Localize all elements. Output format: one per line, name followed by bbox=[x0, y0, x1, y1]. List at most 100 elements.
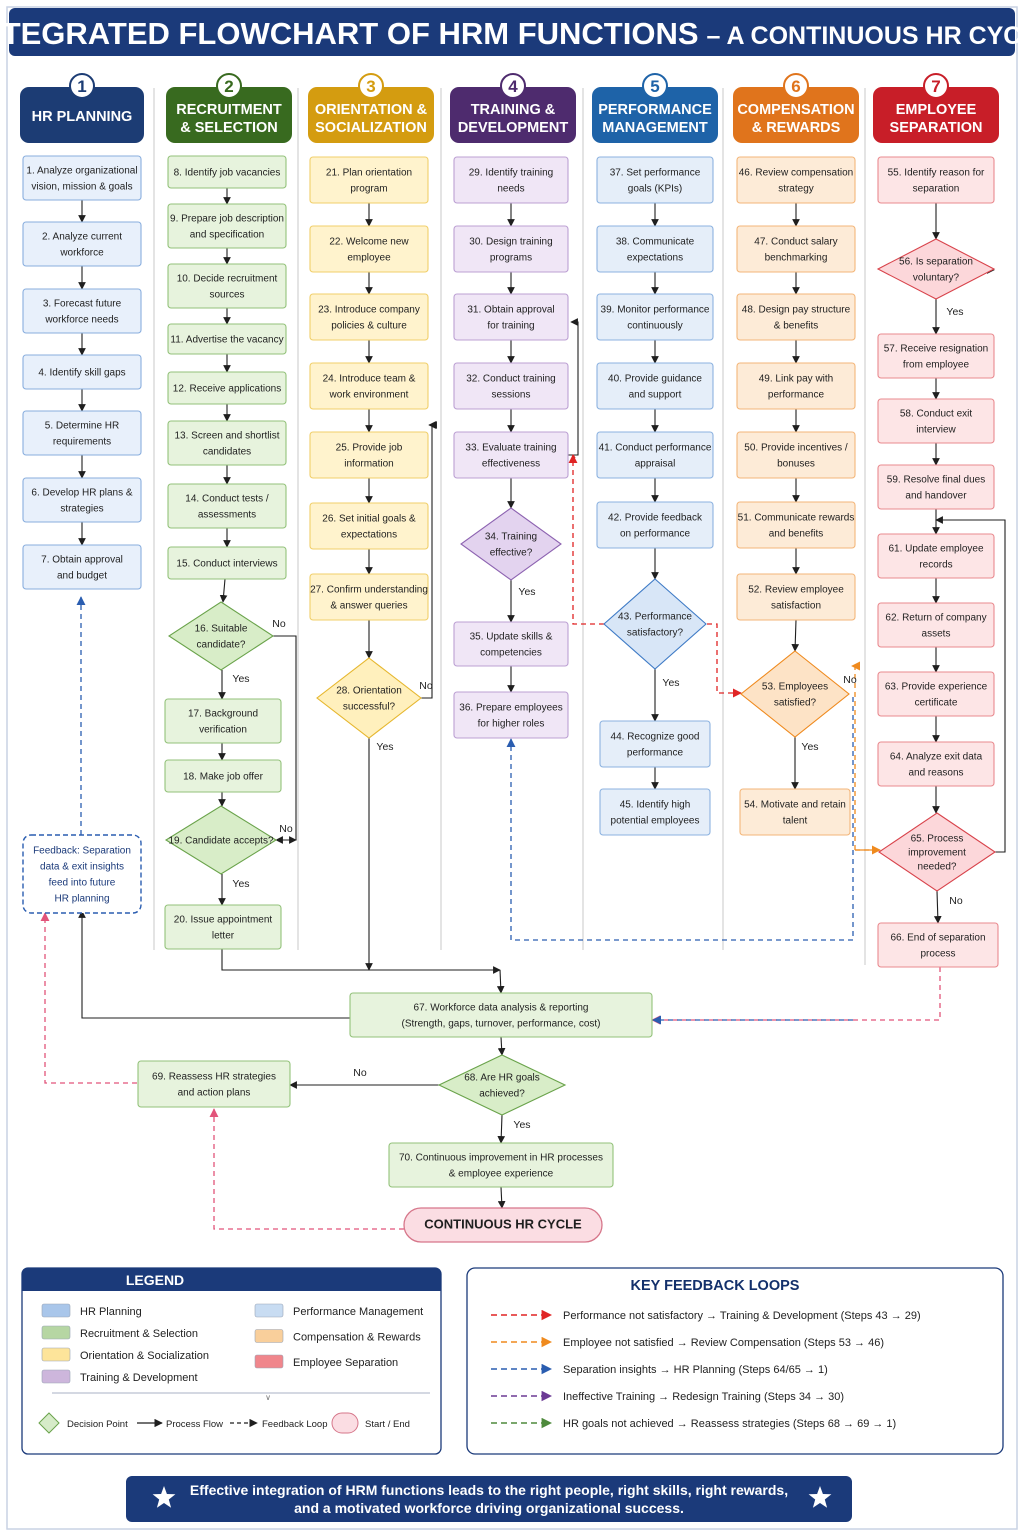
step-text: 2. Analyze current bbox=[42, 232, 122, 243]
step-text: program bbox=[350, 184, 387, 195]
legend-label: Employee Separation bbox=[293, 1357, 398, 1369]
step-24: 24. Introduce team & work environment bbox=[309, 362, 429, 410]
step-66: 66. End of separation process bbox=[877, 922, 999, 968]
column-title: DEVELOPMENT bbox=[458, 120, 569, 136]
step-text: needed? bbox=[918, 862, 957, 873]
step-text: process bbox=[920, 949, 955, 960]
key-loop-item: Performance not satisfactory → Training … bbox=[491, 1309, 921, 1322]
step-text: achieved? bbox=[479, 1089, 525, 1100]
step-text: 1. Analyze organizational bbox=[26, 166, 137, 177]
step-text: workforce needs bbox=[44, 315, 118, 326]
feedback-connector bbox=[209, 1108, 404, 1230]
column-header-1: 1HR PLANNING bbox=[20, 73, 144, 143]
step-text: 42. Provide feedback bbox=[608, 513, 703, 524]
column-number-badge bbox=[642, 73, 668, 99]
flow-label-yes: Yes bbox=[518, 586, 535, 598]
step-text: 9. Prepare job description bbox=[170, 214, 284, 225]
legend-swatch bbox=[41, 1347, 71, 1362]
column-title: SOCIALIZATION bbox=[315, 120, 427, 136]
step-text: satisfactory? bbox=[627, 628, 684, 639]
feedback-connector bbox=[568, 454, 604, 625]
continuous-hr-cycle-terminal: CONTINUOUS HR CYCLE bbox=[403, 1207, 603, 1243]
step-text: 32. Conduct training bbox=[466, 374, 556, 385]
step-text: expectations bbox=[341, 530, 397, 541]
step-text: 51. Communicate rewards bbox=[738, 513, 855, 524]
flow-label-yes: Yes bbox=[946, 306, 963, 318]
loop-text: Separation insights → HR Planning (Steps… bbox=[563, 1364, 828, 1376]
legend-swatch bbox=[254, 1354, 284, 1369]
column-number: 3 bbox=[366, 77, 375, 96]
step-text: satisfied? bbox=[774, 698, 817, 709]
flow-connector bbox=[791, 619, 800, 652]
step-text: and action plans bbox=[178, 1088, 251, 1099]
feedback-connector bbox=[851, 661, 861, 850]
step-1: 1. Analyze organizational vision, mission… bbox=[22, 155, 142, 201]
step-text: 53. Employees bbox=[762, 682, 828, 693]
key-loop-items: Performance not satisfactory → Training … bbox=[491, 1309, 921, 1430]
loop-text: HR goals not achieved → Reassess strateg… bbox=[563, 1418, 896, 1430]
step-text: 59. Resolve final dues bbox=[887, 475, 985, 486]
step-text: 54. Motivate and retain bbox=[744, 800, 846, 811]
step-text: 39. Monitor performance bbox=[601, 305, 710, 316]
step-12: 12. Receive applications bbox=[167, 371, 287, 405]
step-35: 35. Update skills &competencies bbox=[453, 621, 569, 667]
flow-label-yes: Yes bbox=[232, 878, 249, 890]
step-text: continuously bbox=[627, 321, 683, 332]
step-text: 24. Introduce team & bbox=[323, 374, 416, 385]
step-text: potential employees bbox=[611, 816, 700, 827]
step-45: 45. Identify high potential employees bbox=[599, 788, 711, 836]
column-number: 7 bbox=[931, 77, 940, 96]
legend-label: Recruitment & Selection bbox=[80, 1328, 198, 1340]
step-text: needs bbox=[497, 184, 524, 195]
step-text: 20. Issue appointment bbox=[174, 915, 273, 926]
step-text: work environment bbox=[329, 390, 409, 401]
step-text: and budget bbox=[57, 571, 107, 582]
step-text: 66. End of separation bbox=[890, 933, 985, 944]
step-text: 45. Identify high bbox=[620, 800, 691, 811]
step-19: 19. Candidate accepts? bbox=[164, 805, 278, 875]
step-text: 27. Confirm understanding bbox=[310, 585, 428, 596]
flow-label-no: No bbox=[419, 680, 433, 692]
column-title: HR PLANNING bbox=[32, 109, 133, 125]
step-text: 14. Conduct tests / bbox=[185, 494, 269, 505]
step-text: and specification bbox=[190, 230, 265, 241]
flow-label-no: No bbox=[949, 895, 963, 907]
footer-line-1: Effective integration of HRM functions l… bbox=[190, 1482, 788, 1498]
key-loop-item: Ineffective Training → Redesign Training… bbox=[491, 1390, 844, 1403]
loop-text: Ineffective Training → Redesign Training… bbox=[563, 1391, 844, 1403]
svg-text:∨: ∨ bbox=[265, 1393, 271, 1402]
flow-connectors bbox=[40, 188, 1006, 1230]
step-text: programs bbox=[490, 253, 532, 264]
column-number-badge bbox=[500, 73, 526, 99]
step-14: 14. Conduct tests /assessments bbox=[167, 483, 287, 529]
feedback-connector bbox=[854, 665, 857, 669]
step-text: 61. Update employee bbox=[888, 544, 984, 555]
step-text: vision, mission & goals bbox=[31, 182, 132, 193]
step-text: 8. Identify job vacancies bbox=[174, 168, 281, 179]
step-text: 50. Provide incentives / bbox=[744, 443, 848, 454]
legend-item: Orientation & Socialization bbox=[41, 1347, 209, 1362]
step-text: 22. Welcome new bbox=[329, 237, 409, 248]
step-text: successful? bbox=[343, 702, 396, 713]
legend-item: Employee Separation bbox=[254, 1354, 398, 1369]
legend-swatch bbox=[254, 1303, 284, 1318]
flow-label-no: No bbox=[272, 618, 286, 630]
step-text: voluntary? bbox=[913, 273, 960, 284]
step-27: 27. Confirm understanding& answer querie… bbox=[309, 573, 429, 621]
